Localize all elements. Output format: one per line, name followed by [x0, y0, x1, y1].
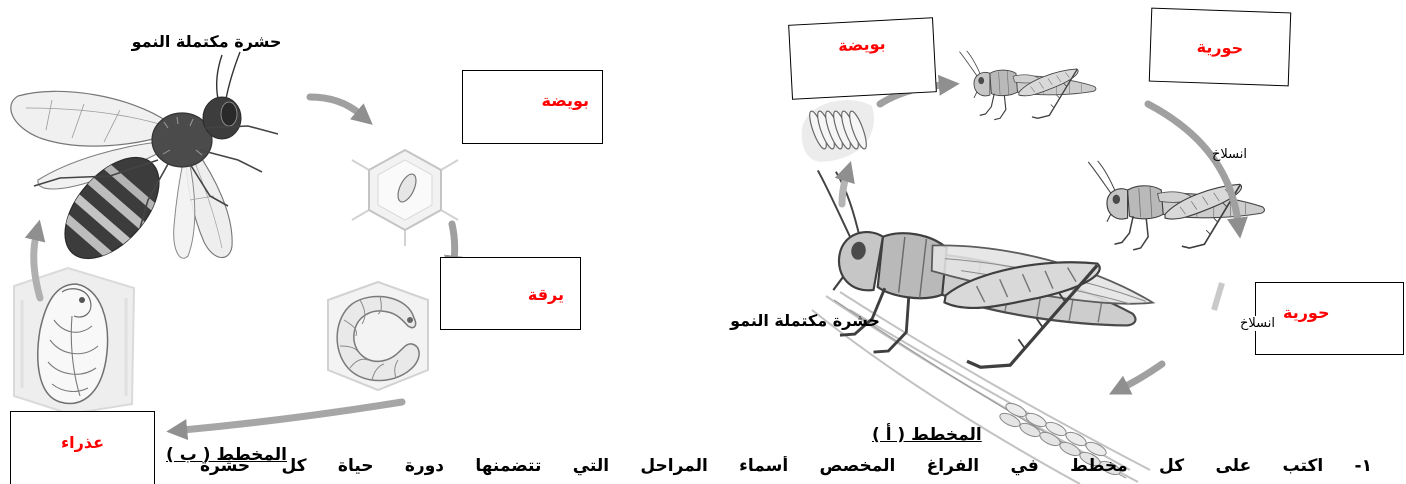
diagram-b-caption: المخطط ( ب ) — [166, 445, 288, 465]
stage-label-egg: بويضة — [837, 33, 886, 56]
stage-box-b-pupa: عذراء — [10, 411, 155, 484]
stage-box-b-larva: يرقة — [440, 257, 581, 330]
stage-label-egg: بويضة — [541, 91, 589, 110]
stage-label-nymph-1: حورية — [1196, 37, 1244, 58]
wheat-stalk-illustration — [811, 291, 1151, 484]
instruction-text: ١- اكتب على كل مخطط في الفراغ المخصص أسم… — [200, 456, 1372, 476]
bee-larva-illustration — [327, 280, 429, 392]
arrow-nymph-to-nymph — [1144, 100, 1248, 239]
stage-label-pupa: عذراء — [60, 433, 105, 452]
arrow-adult-to-eggs — [834, 160, 855, 208]
bee-pupa-illustration — [13, 266, 136, 416]
stage-label-nymph-2: حورية — [1283, 303, 1330, 322]
arrow-nymph-to-adult — [1108, 360, 1166, 395]
stage-box-b-egg: بويضة — [462, 70, 603, 144]
honeybee-adult-illustration — [10, 51, 279, 268]
arrow-fragment — [1211, 282, 1225, 311]
arrow-pupa-to-adult — [24, 219, 46, 302]
stage-box-a-egg: بويضة — [788, 17, 937, 100]
grasshopper-nymph-1-illustration — [959, 51, 1095, 120]
honeycomb-egg-illustration — [351, 148, 459, 246]
stage-label-larva: يرقة — [527, 285, 564, 304]
molting-label-1: انسلاخ — [1212, 147, 1247, 162]
diagram-b-adult-label: حشرة مكتملة النمو — [131, 32, 282, 51]
stage-box-a-nymph-2: حورية — [1255, 282, 1404, 355]
arrow-adult-to-egg — [306, 93, 373, 125]
arrow-larva-to-pupa — [166, 398, 406, 441]
grasshopper-eggs-illustration — [801, 100, 874, 162]
molting-label-2: انسلاخ — [1238, 316, 1277, 331]
arrow-egg-to-larva — [444, 220, 465, 277]
diagram-a-adult-label: حشرة مكتملة النمو — [730, 311, 880, 330]
diagram-a-caption: المخطط ( أ ) — [872, 425, 982, 445]
stage-box-a-nymph-1: حورية — [1148, 7, 1292, 87]
